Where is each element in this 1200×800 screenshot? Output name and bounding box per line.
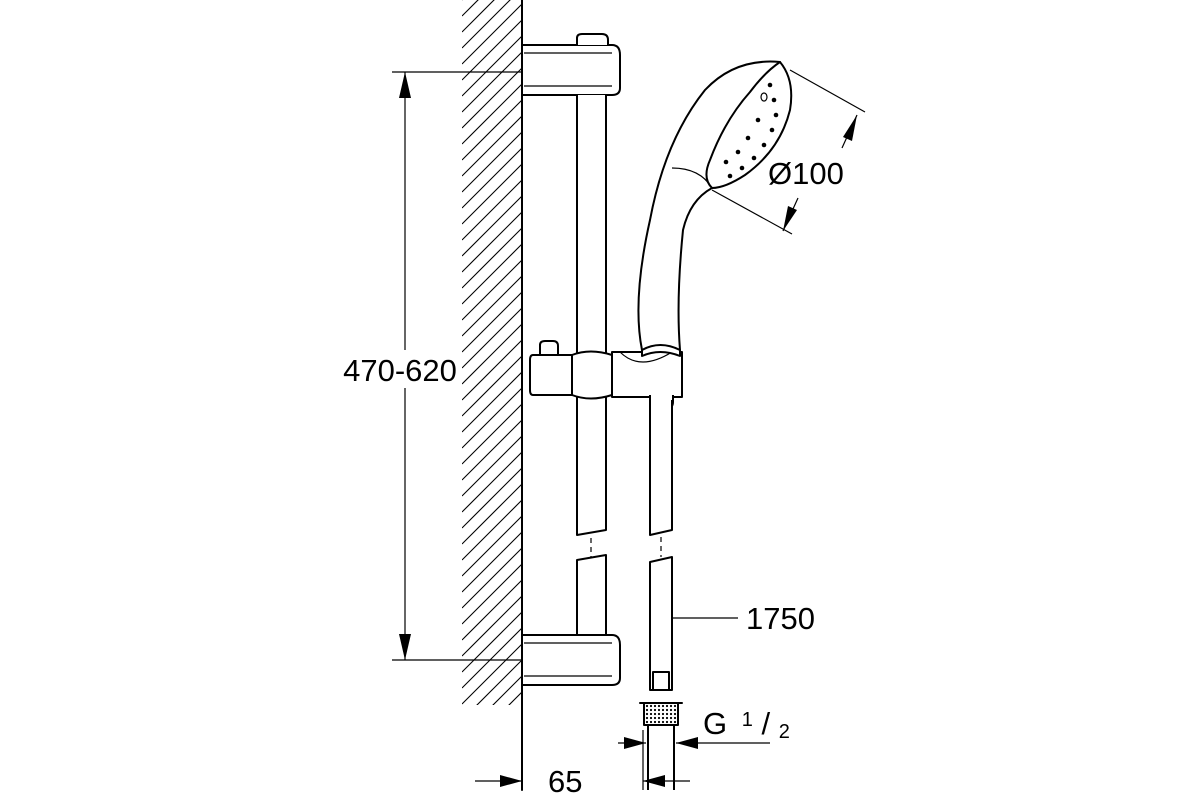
head-diameter-label: Ø100 xyxy=(768,156,844,191)
bottom-bracket xyxy=(521,634,621,686)
connection-prefix: G xyxy=(703,706,727,741)
holder-cradle-curve xyxy=(619,351,673,363)
slider-body xyxy=(529,354,576,396)
handle-seam-line xyxy=(671,167,713,189)
nut-knurling xyxy=(645,704,677,724)
hose-length-label: 1750 xyxy=(746,601,815,636)
connection-slash: / xyxy=(762,706,771,741)
dimension-hose-length: 1750 xyxy=(672,601,815,636)
dimension-head-diameter: Ø100 xyxy=(711,69,866,235)
dimension-rail-height: 470-620 xyxy=(343,71,522,661)
dimension-connection-thread: G 1 / 2 xyxy=(618,698,790,749)
wall-offset-label: 65 xyxy=(548,764,582,799)
dimension-wall-offset: 65 xyxy=(475,730,690,799)
mode-selector-dot xyxy=(760,92,768,102)
rail-height-label: 470-620 xyxy=(343,353,457,388)
top-bracket xyxy=(521,44,621,96)
slider-holder xyxy=(529,340,683,409)
hose-lower xyxy=(649,556,673,691)
hose-upper xyxy=(649,400,673,536)
slider-clamp xyxy=(571,350,613,400)
grip-knurl xyxy=(641,344,681,357)
slide-rail xyxy=(521,33,621,686)
top-bracket-cap xyxy=(576,33,609,45)
hose-connection-nut xyxy=(643,702,679,726)
connection-numerator: 1 xyxy=(742,709,753,731)
connection-thread-label: G 1 / 2 xyxy=(703,698,790,743)
shower-hose xyxy=(639,400,683,790)
wall-hatching xyxy=(462,0,522,705)
connection-denominator: 2 xyxy=(779,721,790,743)
spray-nozzles xyxy=(723,82,779,179)
holder-cradle xyxy=(611,351,683,398)
rail-tube-middle xyxy=(576,554,607,641)
slider-knob xyxy=(539,340,559,356)
hand-shower-head-face xyxy=(705,61,793,189)
rail-tube-upper xyxy=(576,95,607,536)
hose-tail xyxy=(647,725,675,790)
hand-shower-handle xyxy=(637,60,781,351)
hand-shower xyxy=(637,60,793,357)
hose-nut-neck xyxy=(652,671,670,691)
